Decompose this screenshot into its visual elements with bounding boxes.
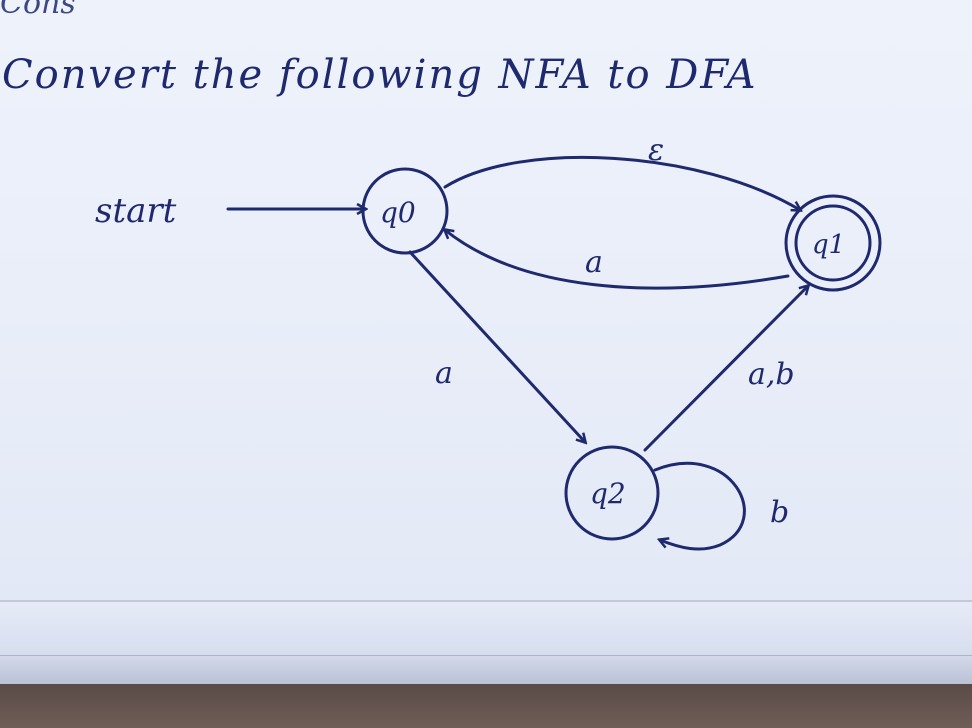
paper-stack-edge-lower [0, 655, 972, 686]
edge-q2-q2-label: b [770, 495, 789, 530]
edge-q0-q1 [443, 156, 800, 210]
edge-q1-q0 [445, 230, 790, 290]
state-q1-outer-circle [784, 194, 882, 292]
edge-q0-q2-label: a [435, 356, 453, 391]
edge-q2-q1 [643, 286, 808, 452]
edge-q1-q0-label: a [585, 245, 603, 280]
question-title: Convert the following NFA to DFA [2, 52, 758, 98]
paper-sheet [0, 0, 972, 680]
state-q2-circle [564, 445, 660, 541]
edge-q0-q2 [408, 250, 585, 442]
partial-heading: Cons [0, 0, 76, 21]
edge-q2-q1-label: a,b [748, 357, 795, 392]
state-q1-inner-circle [794, 204, 872, 282]
state-q0-circle [361, 167, 449, 255]
edge-q2-q2-loop [653, 462, 746, 551]
state-q0-label: q0 [380, 196, 416, 229]
start-label: start [95, 191, 177, 231]
edge-q0-q1-label: ε [648, 133, 664, 168]
state-q2-label: q2 [590, 477, 626, 510]
table-surface [0, 684, 972, 728]
state-q1-label: q1 [812, 230, 845, 260]
